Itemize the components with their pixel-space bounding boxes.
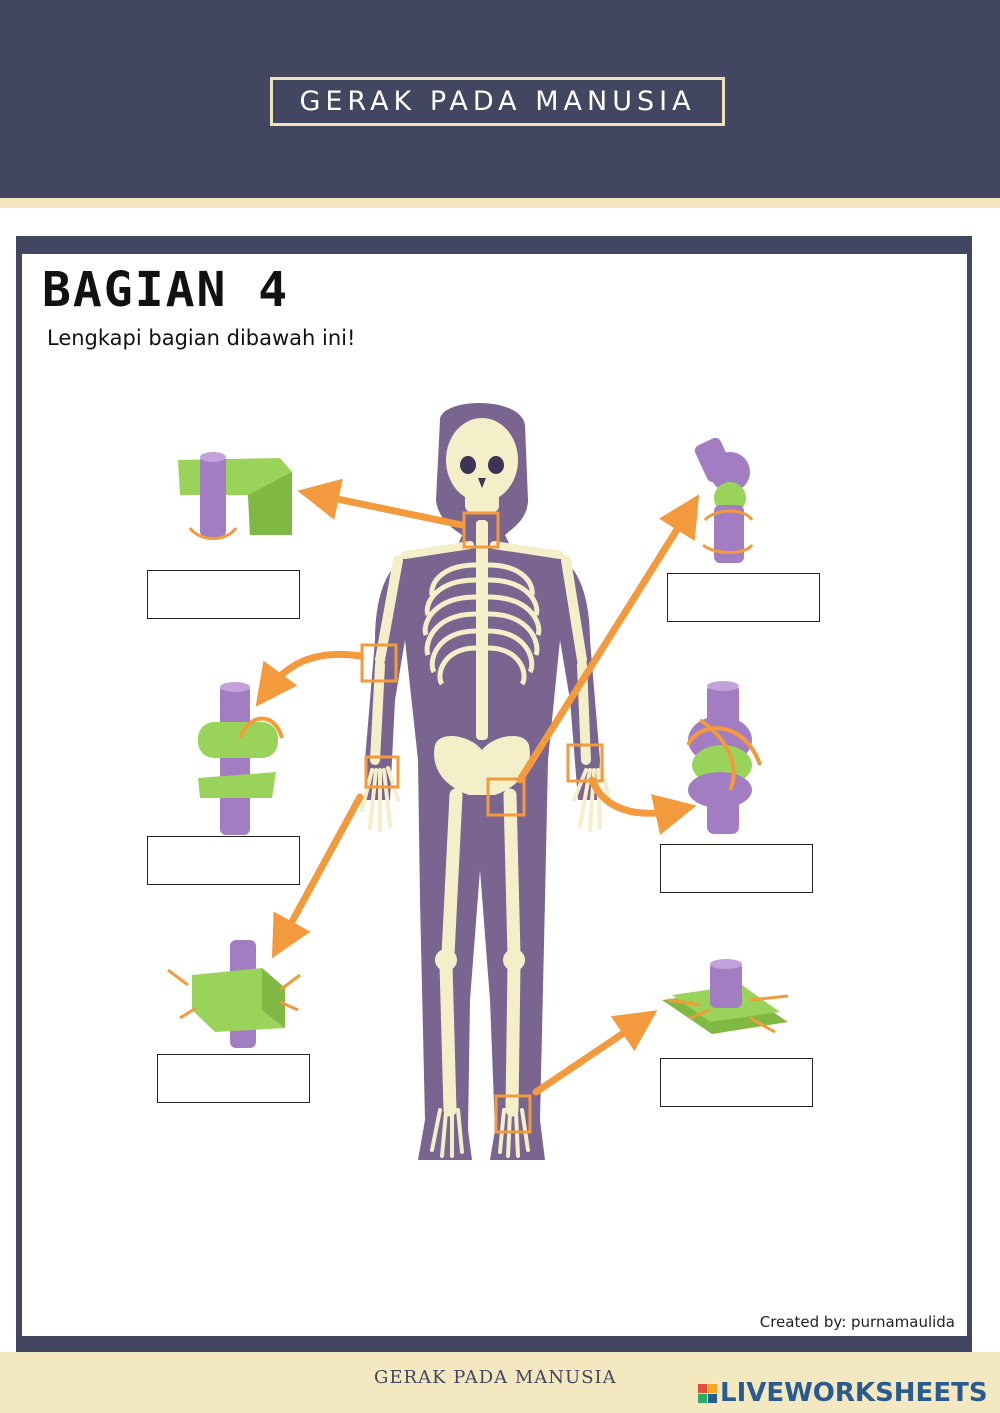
answer-box-pivot[interactable]	[147, 570, 300, 619]
hands	[360, 766, 612, 832]
answer-box-gliding[interactable]	[660, 1058, 813, 1107]
joint-highlights	[360, 511, 604, 1134]
page-title: GERAK PADA MANUSIA	[270, 77, 725, 126]
answer-box-hinge[interactable]	[147, 836, 300, 885]
logo-text: LIVEWORKSHEETS	[720, 1378, 988, 1408]
header-banner	[0, 0, 1000, 198]
credit-text: Created by: purnamaulida	[759, 1313, 955, 1331]
logo-icon	[698, 1383, 717, 1403]
instruction-text: Lengkapi bagian dibawah ini!	[47, 326, 356, 350]
footer-band	[0, 1352, 1000, 1413]
knees	[435, 949, 525, 971]
gliding-joint-icon	[662, 959, 789, 1034]
clavicles	[401, 541, 564, 559]
legs	[439, 788, 521, 1117]
liveworksheets-logo[interactable]: LIVEWORKSHEETS	[698, 1378, 988, 1408]
hinge-joint-icon	[198, 682, 284, 835]
ribcage	[422, 562, 542, 686]
answer-box-saddle[interactable]	[157, 1054, 310, 1103]
section-heading: BAGIAN 4	[42, 262, 290, 318]
header-stripe	[0, 198, 1000, 208]
saddle-joint-icon	[167, 940, 301, 1048]
pointer-arrows	[255, 478, 700, 1096]
footer-title: GERAK PADA MANUSIA	[374, 1367, 617, 1388]
spine	[476, 520, 488, 740]
ellipsoid-joint-icon	[686, 681, 762, 834]
ball-socket-joint-icon	[694, 437, 754, 563]
skull	[446, 418, 518, 512]
pivot-joint-icon	[178, 452, 292, 540]
skull-features	[460, 456, 504, 488]
answer-box-ball-socket[interactable]	[667, 573, 820, 622]
answer-box-ellipsoid[interactable]	[660, 844, 813, 893]
